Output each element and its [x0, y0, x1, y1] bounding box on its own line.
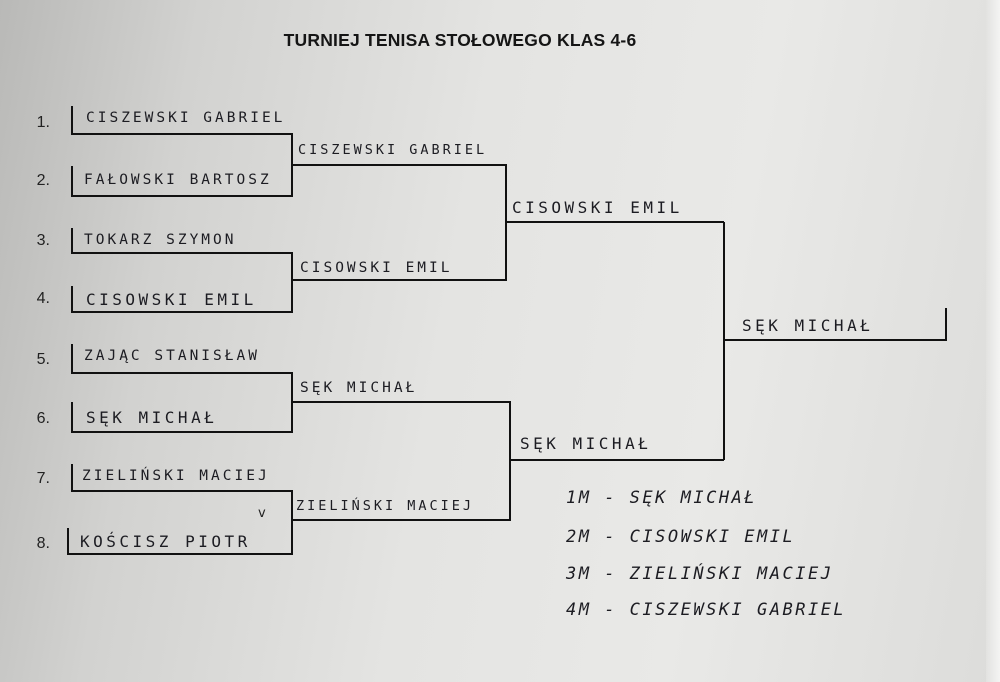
- player-name: CISZEWSKI GABRIEL: [86, 110, 286, 126]
- seed-number: 8.: [36, 535, 50, 552]
- quarterfinal-winner: CISOWSKI EMIL: [300, 260, 453, 276]
- player-name: SĘK MICHAŁ: [86, 408, 218, 427]
- player-name: KOŚCISZ PIOTR: [80, 532, 251, 551]
- player-name: CISOWSKI EMIL: [86, 290, 257, 309]
- player-name: ZIELIŃSKI MACIEJ: [82, 468, 270, 484]
- semifinal-winner: CISOWSKI EMIL: [512, 198, 683, 217]
- result-line: 2m - CISOWSKI EMIL: [566, 527, 796, 547]
- seed-number: 6.: [36, 410, 50, 427]
- result-line: 1m - SĘK MICHAŁ: [566, 488, 758, 508]
- seed-number: 3.: [36, 232, 50, 249]
- match-2-bracket: [71, 228, 293, 313]
- seed-number: 7.: [36, 470, 50, 487]
- result-line: 4m - CISZEWSKI GABRIEL: [566, 600, 847, 620]
- champion-name: SĘK MICHAŁ: [742, 316, 874, 335]
- page-title: TURNIEJ TENISA STOŁOWEGO KLAS 4-6: [283, 30, 637, 50]
- semifinal-winner: SĘK MICHAŁ: [520, 434, 652, 453]
- seed-number: 5.: [36, 351, 50, 368]
- quarterfinal-winner: SĘK MICHAŁ: [300, 380, 418, 396]
- quarterfinal-winner: CISZEWSKI GABRIEL: [298, 142, 488, 158]
- result-line: 3m - ZIELIŃSKI MACIEJ: [566, 564, 834, 584]
- seed-number: 1.: [36, 114, 50, 131]
- player-name: ZAJĄC STANISŁAW: [84, 348, 260, 364]
- player-name: TOKARZ SZYMON: [84, 232, 237, 248]
- final-line: [724, 308, 947, 341]
- seed-number: 2.: [36, 172, 50, 189]
- quarterfinal-winner: ZIELIŃSKI MACIEJ: [296, 498, 475, 514]
- match-4-bracket: [67, 464, 293, 555]
- check-mark: v: [258, 506, 266, 521]
- player-name: FAŁOWSKI BARTOSZ: [84, 172, 272, 188]
- seed-number: 4.: [36, 290, 50, 307]
- paper-edge: [986, 0, 1000, 682]
